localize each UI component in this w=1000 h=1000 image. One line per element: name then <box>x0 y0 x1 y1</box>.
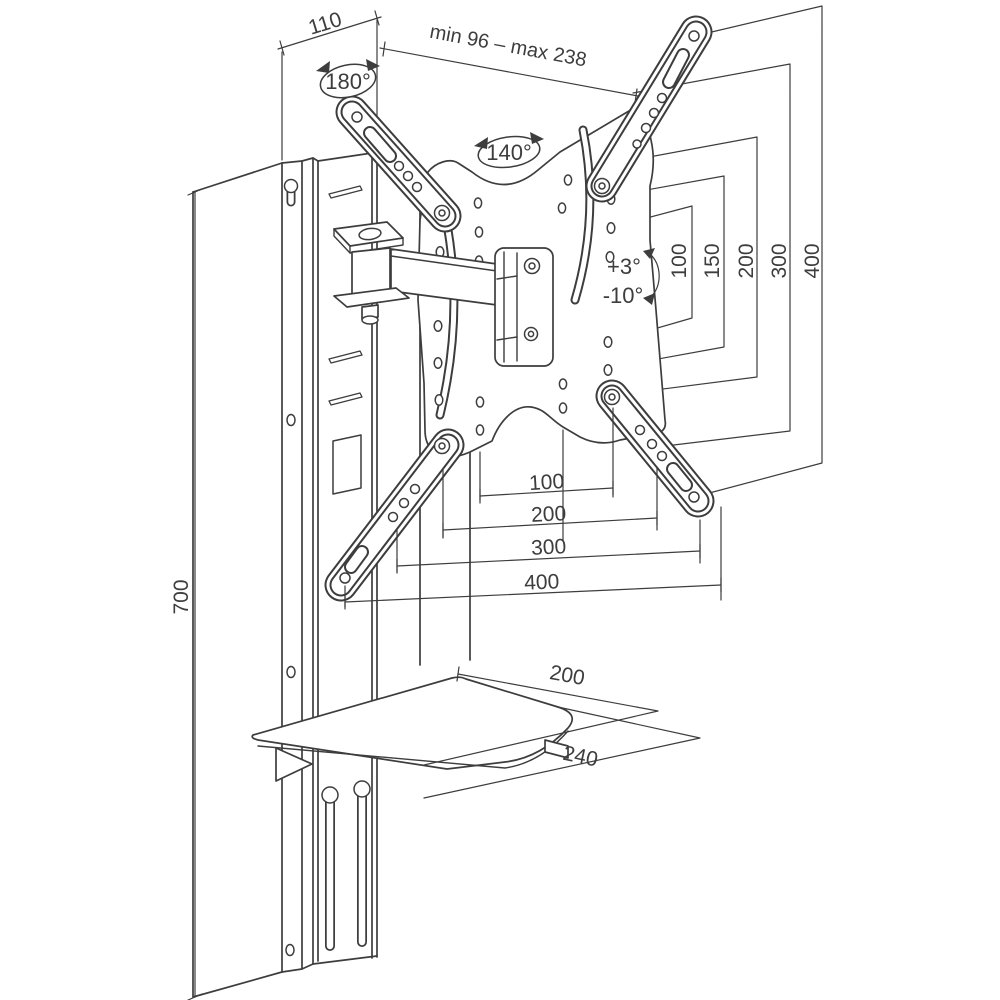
rail-slots <box>328 185 363 495</box>
rail-clamp <box>333 221 410 325</box>
flange-hole <box>286 665 296 679</box>
tilt-hinge <box>494 247 554 367</box>
angle-label-tilt-down: -10° <box>603 283 644 308</box>
tv-arm-top-right <box>585 15 713 203</box>
dim-label-700: 700 <box>170 579 193 614</box>
dim-label-vesa-v-400: 400 <box>801 243 824 278</box>
dim-label-vesa-h-200: 200 <box>531 502 567 527</box>
dim-label-min-max: min 96 – max 238 <box>428 21 588 72</box>
angle-annotations: 180° 140° +3° -10° <box>316 59 660 308</box>
keyhole-slot <box>283 178 299 207</box>
swivel-180: 180° <box>316 59 380 99</box>
plate-curved-slot-right <box>570 125 595 305</box>
dim-label-vesa-v-150: 150 <box>701 243 724 278</box>
dim-rail-height: 700 <box>170 188 203 1000</box>
dim-extension-range: min 96 – max 238 <box>379 21 639 104</box>
swivel-140: 140° <box>474 132 544 169</box>
shelf-front-edge <box>257 730 569 769</box>
angle-label-tilt-up: +3° <box>607 254 641 279</box>
dim-label-vesa-v-200: 200 <box>735 243 758 278</box>
dim-label-vesa-h-400: 400 <box>524 570 560 595</box>
mounting-rail <box>281 150 378 973</box>
tv-arm-top-left <box>335 95 462 233</box>
flange-hole <box>285 943 295 957</box>
dim-label-vesa-v-100: 100 <box>668 243 691 278</box>
wall-outline <box>192 162 283 998</box>
dim-vesa-vertical: 100 150 200 300 400 <box>589 5 824 497</box>
shelf-gusset <box>275 747 313 782</box>
dim-label-vesa-h-100: 100 <box>528 470 564 495</box>
dim-label-110: 110 <box>306 8 345 40</box>
angle-label-180: 180° <box>325 69 371 94</box>
angle-label-140: 140° <box>486 140 532 165</box>
articulating-arm-assembly <box>333 221 554 367</box>
dim-label-shelf-200: 200 <box>548 661 587 690</box>
dim-label-vesa-v-300: 300 <box>768 243 791 278</box>
tv-arm-bottom-right <box>595 379 715 518</box>
dim-label-vesa-h-300: 300 <box>531 535 567 560</box>
tilt-angles: +3° -10° <box>603 248 660 308</box>
rail-adjust-slots <box>321 780 371 951</box>
dim-shelf: 200 240 <box>423 661 701 799</box>
plate-curved-slot-left <box>435 225 459 420</box>
dim-vesa-horizontal: 100 200 300 400 <box>344 407 722 610</box>
shelf-bracket-lip <box>544 739 569 759</box>
flange-hole <box>286 413 296 427</box>
av-shelf <box>251 676 574 782</box>
tv-arm-bottom-left <box>324 428 465 602</box>
